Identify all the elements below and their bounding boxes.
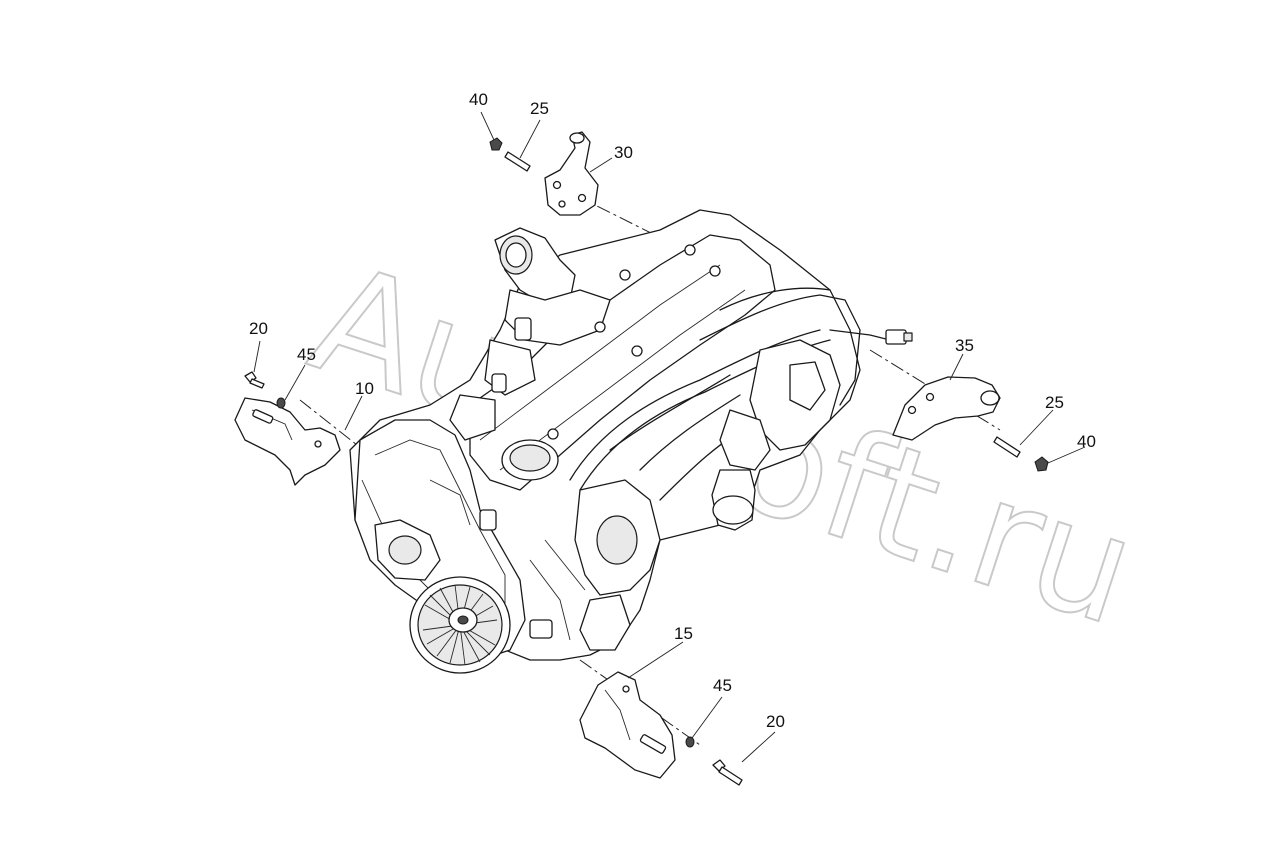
washer-45-left (276, 397, 286, 409)
bracket-10 (234, 397, 341, 486)
callout-15: 15 (674, 624, 693, 643)
stud-25-top (504, 151, 531, 172)
callout-40-right: 40 (1077, 432, 1096, 451)
callout-25-top: 25 (530, 99, 549, 118)
bolt-20-bottom (712, 759, 743, 786)
bracket-15 (579, 671, 676, 779)
callout-40-top: 40 (469, 90, 488, 109)
callout-35: 35 (955, 336, 974, 355)
callout-10: 10 (355, 379, 374, 398)
callout-20-bottom: 20 (766, 712, 785, 731)
callout-20-left: 20 (249, 319, 268, 338)
leader-lines (253, 111, 1086, 763)
bolt-20-left (244, 371, 265, 389)
engine-assembly (349, 209, 913, 674)
callout-45-left: 45 (297, 345, 316, 364)
nut-40-right (1034, 456, 1049, 472)
bracket-30 (544, 131, 599, 216)
callout-30: 30 (614, 143, 633, 162)
callout-45-bottom: 45 (713, 676, 732, 695)
callout-25-right: 25 (1045, 393, 1064, 412)
callout-labels: 40 25 30 20 45 10 35 25 40 15 45 20 (249, 90, 1096, 731)
stud-25-right (993, 436, 1021, 458)
washer-45-bottom (685, 736, 695, 748)
nut-40-top (489, 137, 503, 151)
bracket-35 (892, 376, 1001, 441)
